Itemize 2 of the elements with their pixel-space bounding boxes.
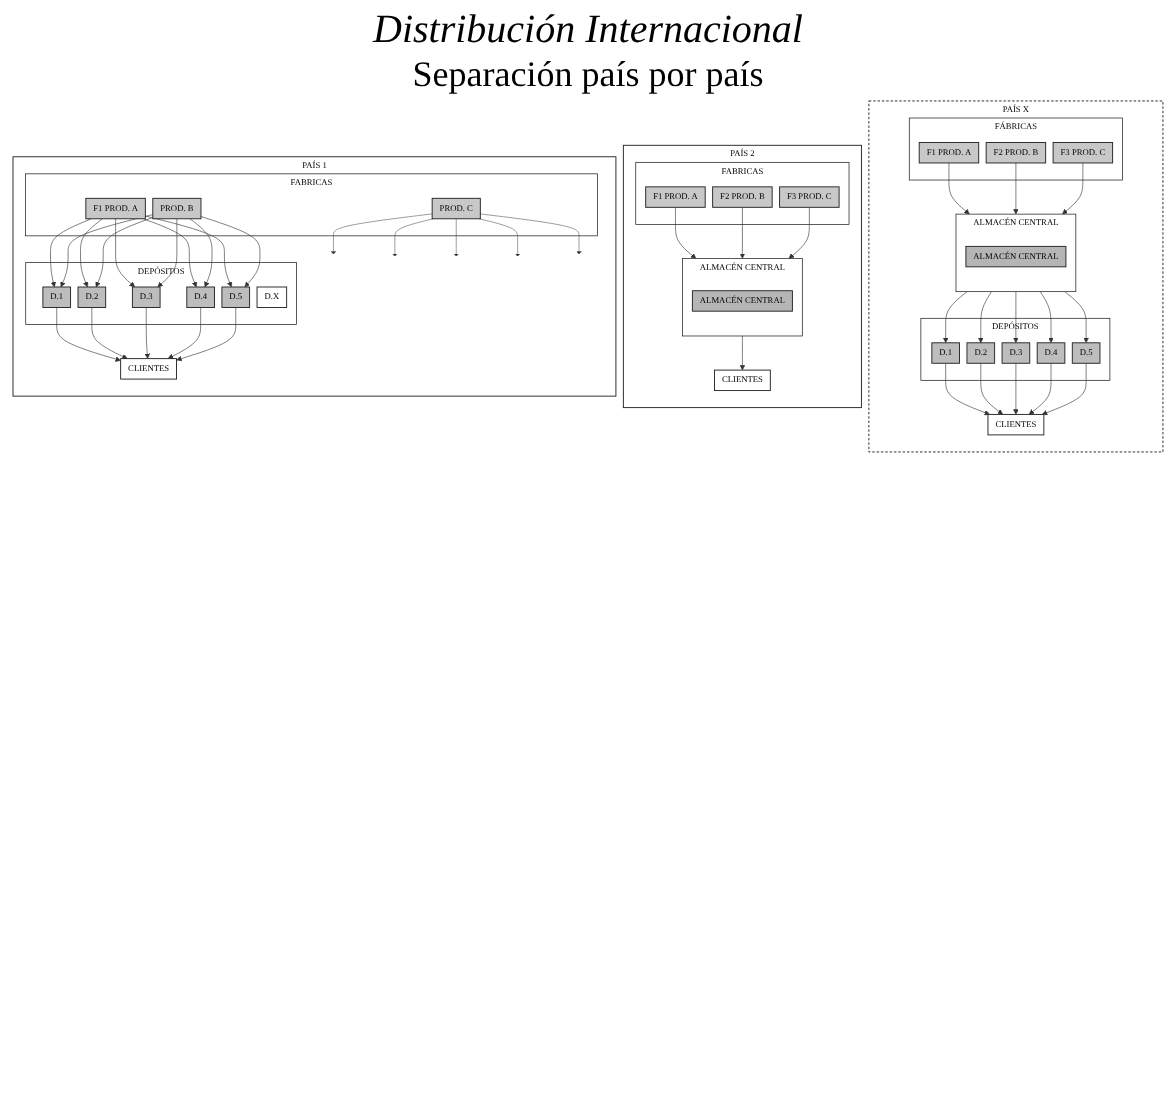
- title: Distribución Internacional: [373, 8, 803, 54]
- subtitle: Separación país por país: [412, 54, 764, 96]
